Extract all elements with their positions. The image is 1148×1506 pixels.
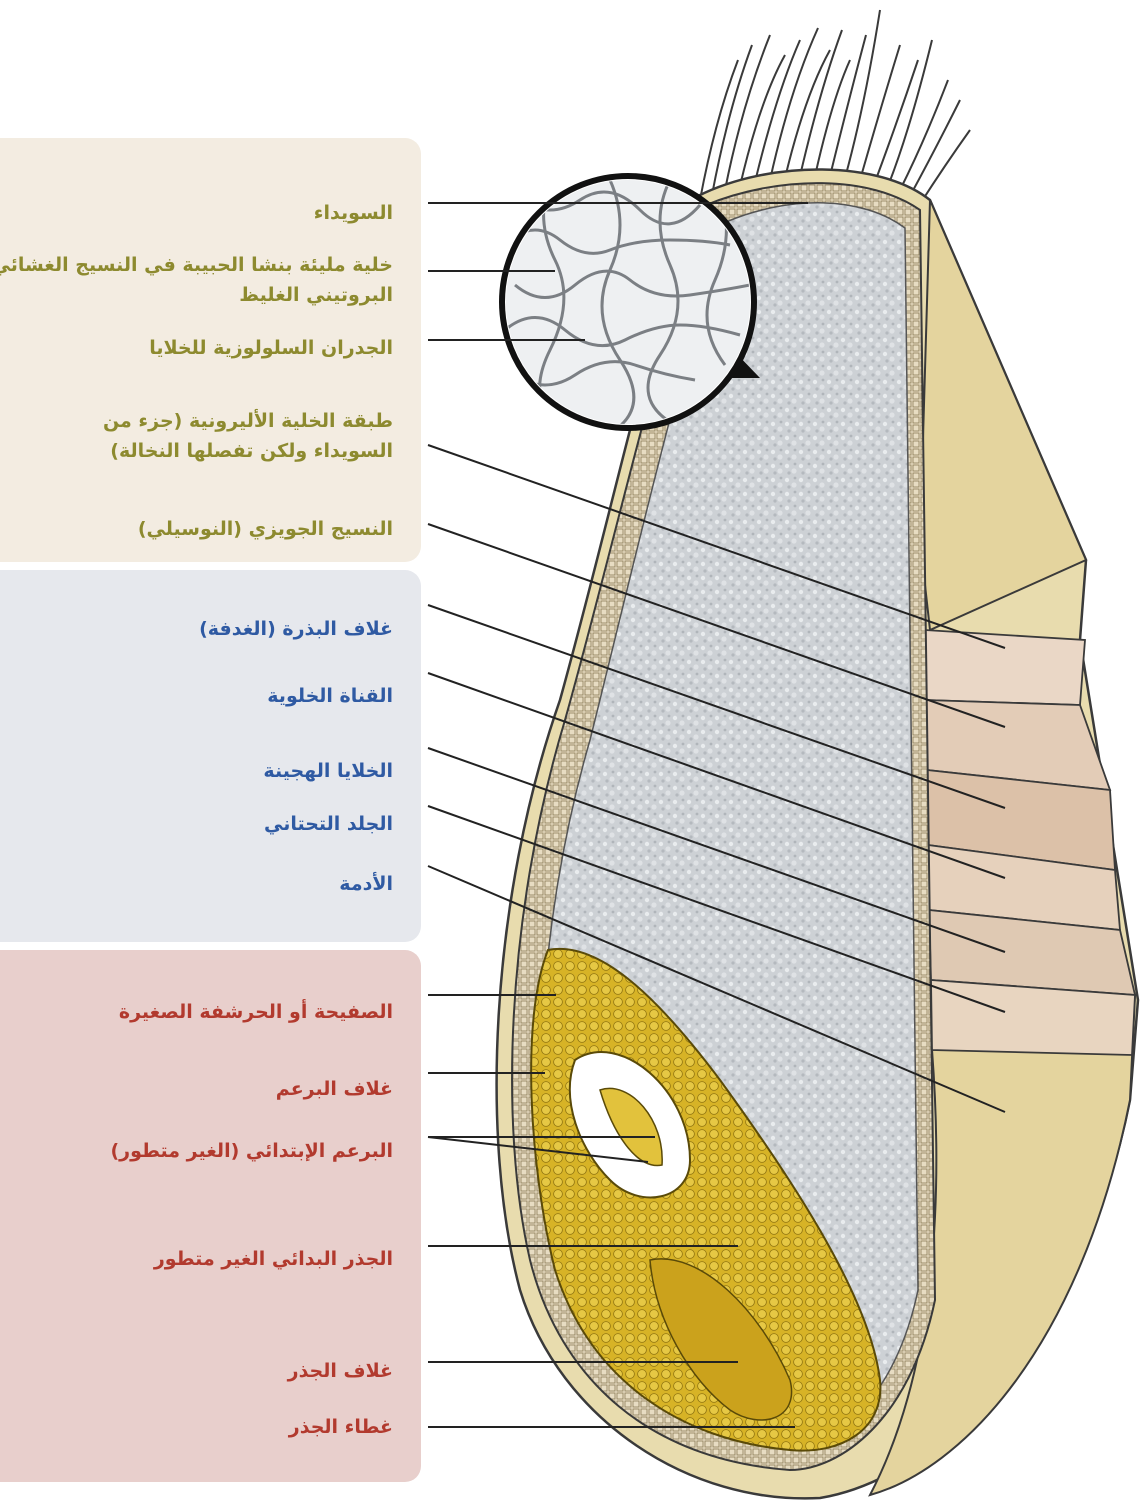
hull-cut-face xyxy=(920,200,1086,630)
bran-layers xyxy=(925,630,1135,1055)
